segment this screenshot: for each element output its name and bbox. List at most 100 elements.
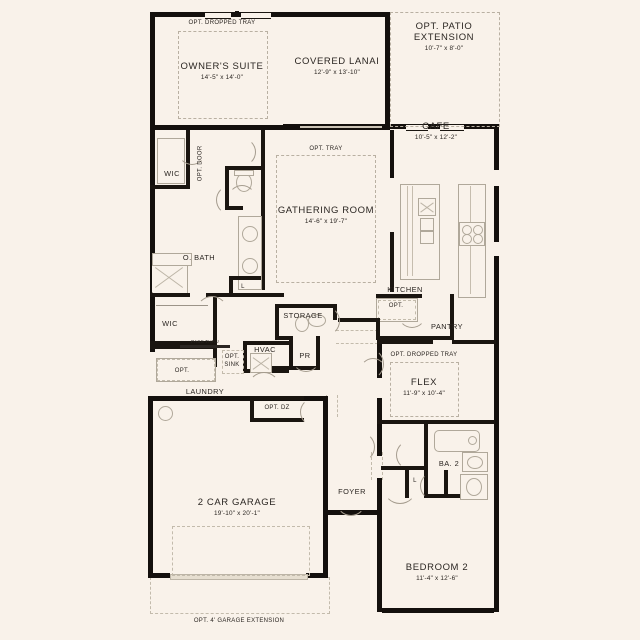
opt-corridor-dash [336, 330, 378, 344]
opt-sink-box [222, 350, 244, 374]
wall-mullion-top [235, 11, 239, 17]
room-label-wic-top: WIC [164, 169, 180, 178]
door-arc-laundry [248, 372, 280, 404]
owner-shower-pan [152, 262, 186, 292]
wall-foyer-right [377, 420, 382, 456]
window-top-2 [241, 12, 271, 19]
wall-exterior-left-mid [150, 130, 155, 352]
toilet-tank-owner [234, 170, 254, 176]
wall-pantry-left [376, 318, 380, 340]
wall-exterior-right-upper [494, 124, 499, 170]
wall-hvac-top [243, 341, 289, 345]
garage-drain [158, 406, 173, 421]
wall-exterior-right-lower [494, 376, 499, 612]
door-arc-pantry [398, 300, 426, 328]
burner-3 [462, 234, 472, 244]
room-label-wic-bottom: WIC [162, 319, 178, 328]
burner-4 [473, 234, 483, 244]
door-arc-pr [292, 344, 320, 372]
owner-tub-ledge [152, 253, 192, 266]
hvac-unit [250, 353, 272, 373]
door-arc-owner-entry [196, 296, 228, 328]
opt-dropped-tray-owners-outline [178, 31, 268, 119]
label-linen-hall: L [413, 478, 417, 484]
door-arc-bed2 [383, 470, 417, 504]
door-arc-obath [216, 185, 246, 215]
island-cab-2 [420, 231, 434, 244]
label-opt-dropped-tray-flex: OPT. DROPPED TRAY [390, 352, 458, 358]
tub-ba2 [434, 430, 480, 452]
wall-optdz-bottom [250, 418, 304, 422]
opt-tray-gathering-outline [276, 155, 376, 283]
door-arc-cafe [360, 358, 386, 384]
wall-wc-right [261, 166, 265, 290]
room-label-kitchen: KITCHEN [387, 285, 423, 294]
wall-exterior-top-lanai [292, 12, 390, 17]
wall-storage-bottom [275, 336, 293, 340]
door-arc-wc [228, 185, 256, 213]
label-opt-garage-extension: OPT. 4' GARAGE EXTENSION [193, 618, 285, 624]
wall-optdz-left [250, 396, 254, 422]
lanai-slider [300, 126, 382, 128]
window-cafe-2 [440, 124, 464, 131]
sink-owner-1 [242, 226, 258, 242]
room-label-storage: STORAGE [283, 311, 323, 320]
sink-owner-2 [242, 258, 258, 274]
wall-laundry-right [213, 345, 217, 367]
wall-exterior-left-upper [150, 12, 155, 130]
wic2-shelf [156, 305, 208, 306]
wall-wic2-bottom [150, 341, 217, 345]
kitchen-sink [418, 198, 436, 216]
wall-kitchen-left [390, 232, 394, 292]
wall-wc-top [225, 166, 265, 170]
label-opt-dropped-tray-owners: OPT. DROPPED TRAY [188, 20, 256, 26]
label-opt-tray-gathering: OPT. TRAY [309, 146, 343, 152]
laundry-opt-counter [156, 358, 216, 382]
door-arc-foyer [336, 486, 366, 516]
island-cab-1 [420, 218, 434, 231]
label-opt-laundry: OPT. [174, 368, 190, 374]
label-opt-sink-2: SINK [224, 362, 240, 368]
wall-flex-left2 [377, 398, 382, 422]
wall-bed2-left [377, 514, 382, 612]
garage-door [170, 574, 308, 580]
wall-linen-bath-top [229, 276, 261, 280]
wall-garage-bottom2 [306, 573, 328, 578]
wall-wic-bottom [150, 185, 190, 189]
wall-linen-bath-left [229, 276, 233, 294]
island-edge-1 [407, 186, 408, 276]
wall-obath-bottom2 [206, 293, 284, 297]
window-cafe-1 [406, 124, 428, 131]
wall-storage-left [275, 304, 279, 340]
wall-garage-bottom [148, 573, 170, 578]
wall-garage-right [323, 396, 328, 578]
room-label-laundry: LAUNDRY [185, 387, 225, 396]
tub-drain-ba2 [468, 436, 477, 445]
wall-flex-bottom [377, 420, 495, 424]
wall-ba2-bottom2 [428, 494, 468, 498]
room-label-pr: PR [299, 351, 311, 360]
wall-flex-top2 [452, 340, 496, 344]
wall-entry-bottom [382, 608, 494, 613]
wall-pantry-right [450, 294, 454, 340]
door-arc-ba2 [396, 440, 426, 470]
wall-flex-top [377, 340, 433, 344]
wall-exterior-right-mid2 [494, 256, 499, 376]
wall-exterior-left-lower [148, 399, 153, 577]
wall-pr-bottom [270, 366, 320, 370]
wall-lanai-right [385, 12, 390, 130]
wall-kitchen-bottom [338, 318, 380, 322]
garage-parking-outline [172, 526, 310, 576]
room-label-obath: O. BATH [182, 253, 216, 262]
wall-exterior-right-mid [494, 186, 499, 242]
label-opt-sink-1: OPT. [224, 354, 240, 360]
wall-optdz-top [250, 396, 304, 400]
label-linen-bath: L [241, 284, 245, 290]
